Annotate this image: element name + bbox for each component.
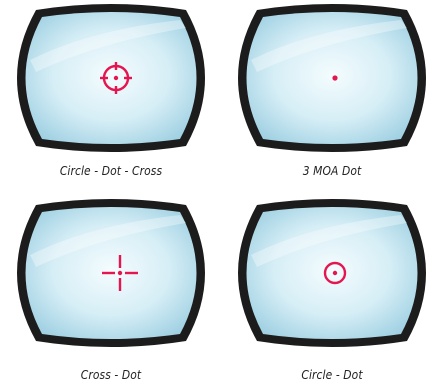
panel-caption: Circle - Dot xyxy=(237,367,428,382)
panel-caption: Cross - Dot xyxy=(16,367,207,382)
panel-caption: Circle - Dot - Cross xyxy=(16,163,207,178)
reticle-panel-3-moa-dot: 3 MOA Dot xyxy=(221,0,443,195)
reticle-dot xyxy=(332,75,337,80)
reticle-center-dot xyxy=(333,271,337,275)
sight-window xyxy=(0,195,222,390)
reticle-center-dot xyxy=(114,76,118,80)
reticle-center-dot xyxy=(118,271,122,275)
reticle-panel-circle-dot-cross: Circle - Dot - Cross xyxy=(0,0,222,195)
panel-caption: 3 MOA Dot xyxy=(237,163,428,178)
sight-window xyxy=(221,195,443,390)
reticle-panel-circle-dot: Circle - Dot xyxy=(221,195,443,390)
reticle-panel-cross-dot: Cross - Dot xyxy=(0,195,222,390)
